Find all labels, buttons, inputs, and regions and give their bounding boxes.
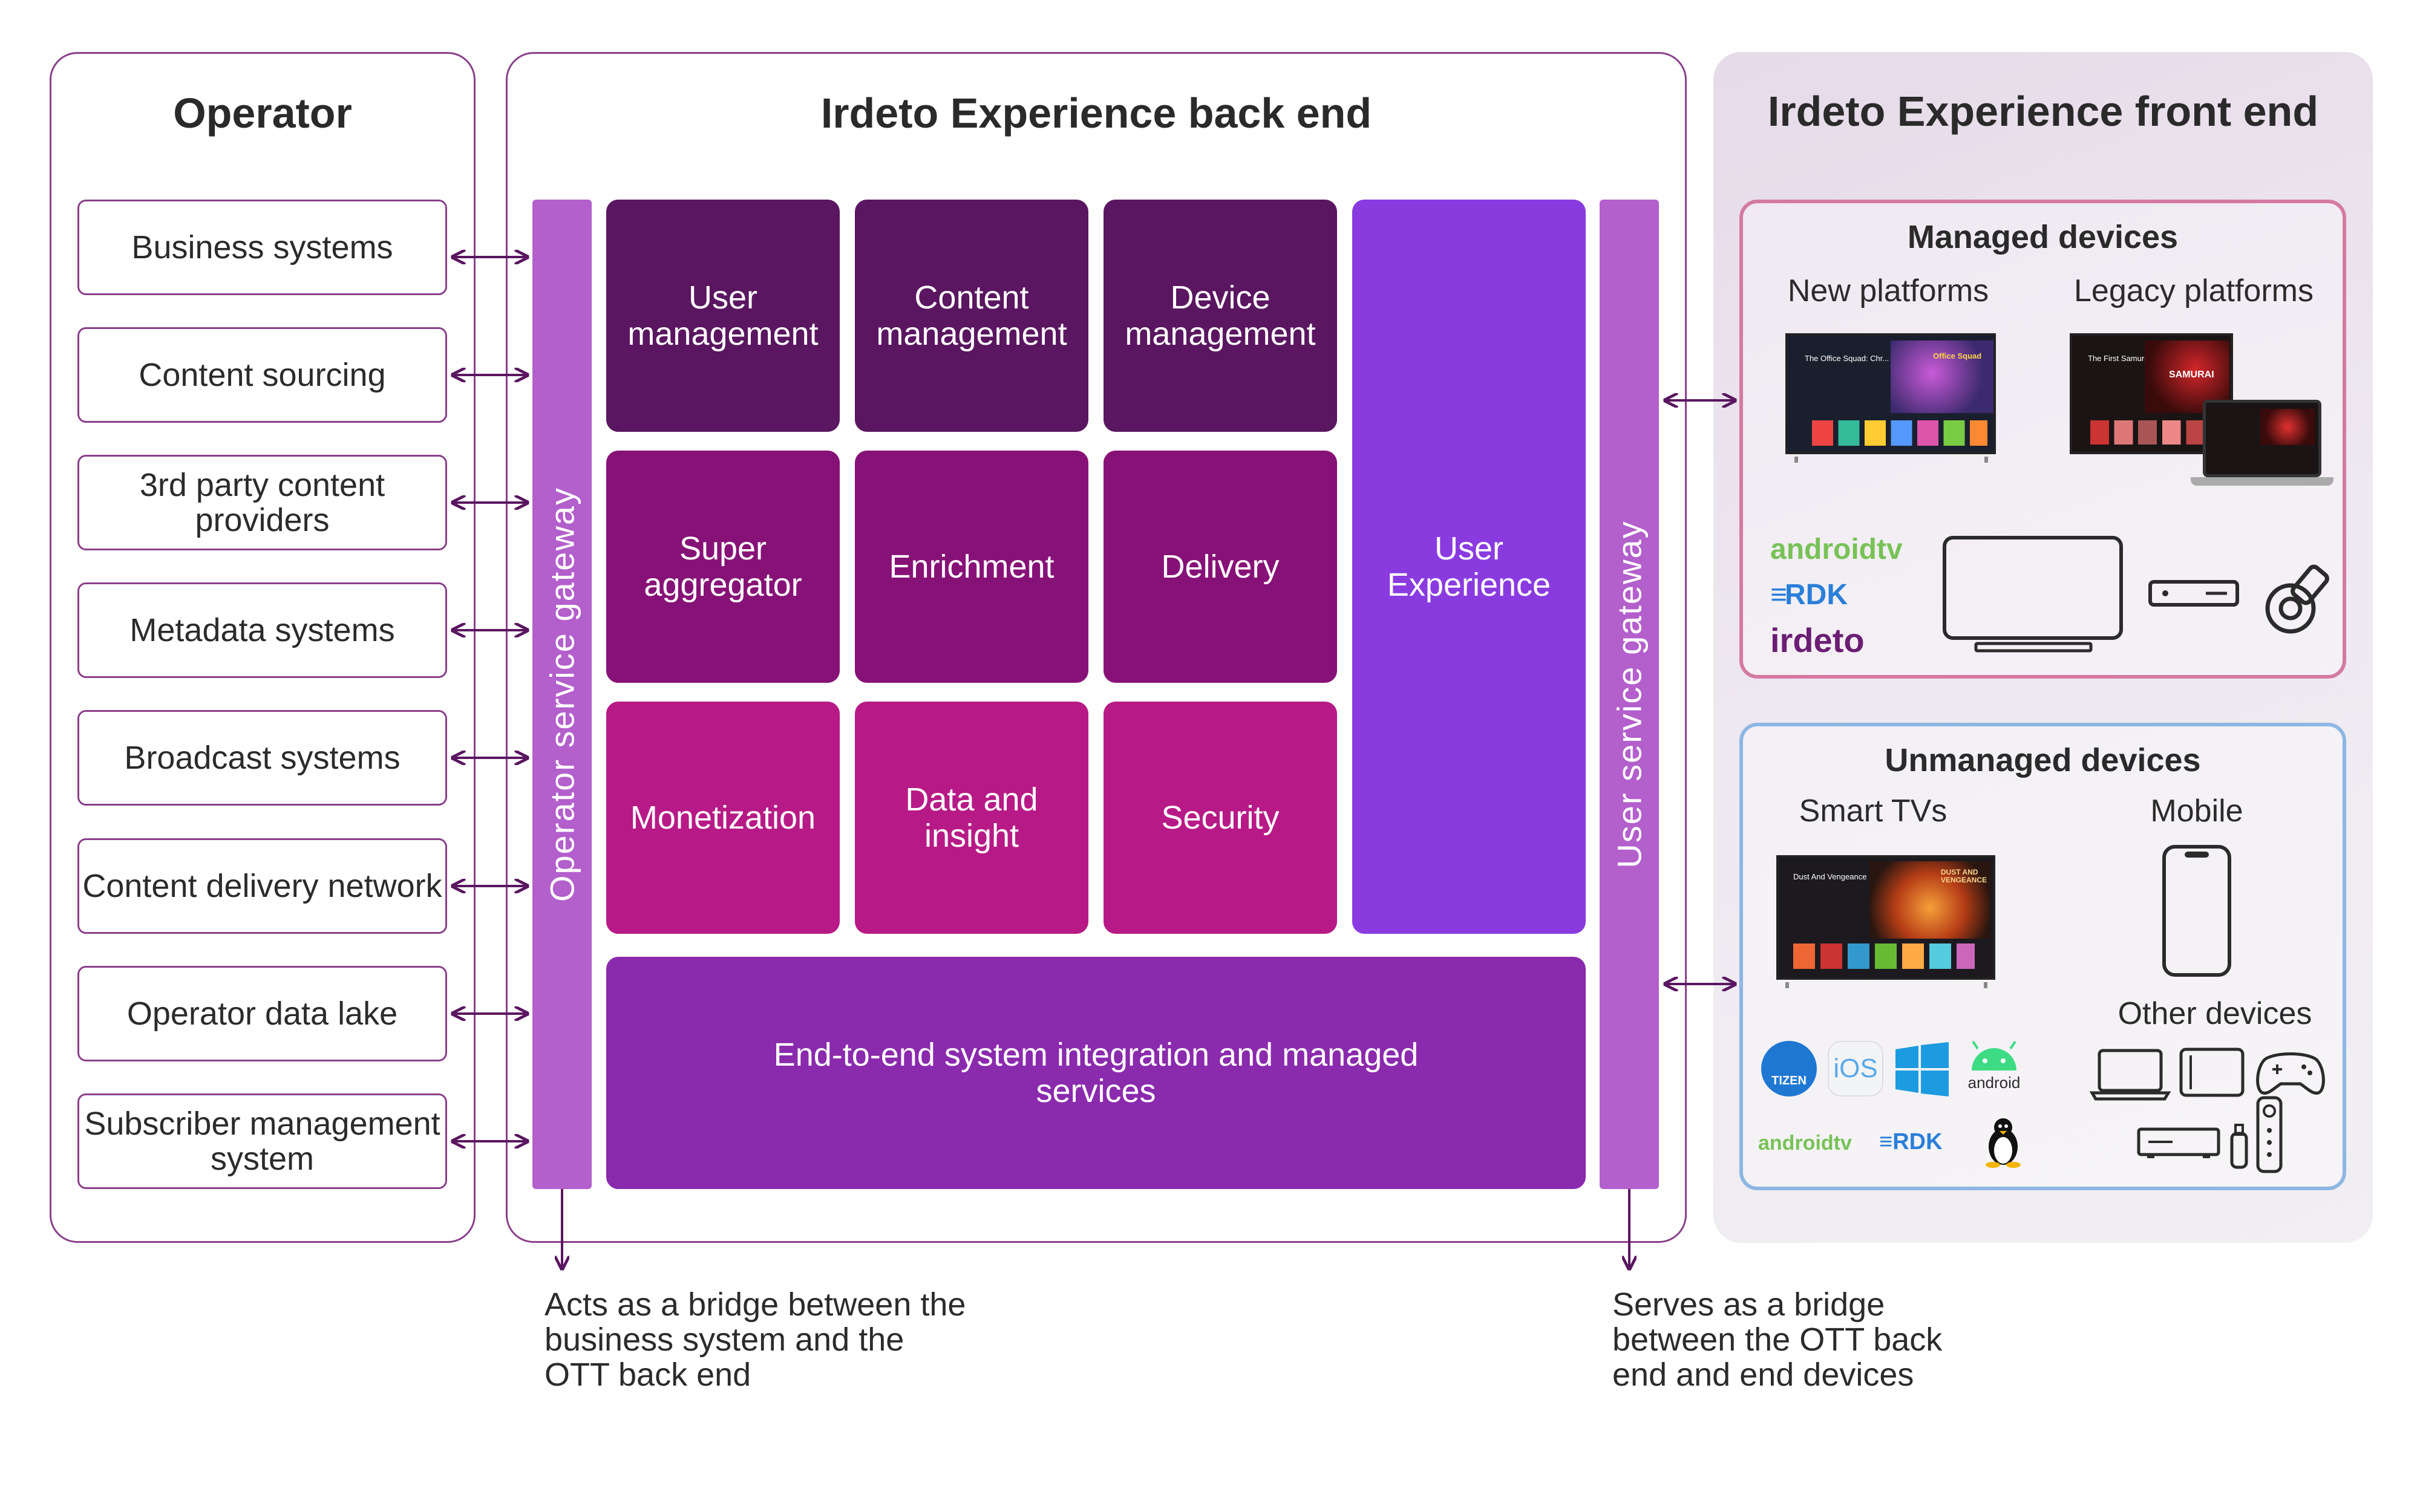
tizen-logo: TIZEN xyxy=(1761,1041,1817,1097)
module-enrichment: Enrichment xyxy=(855,451,1088,683)
module-super-aggregator: Super aggregator xyxy=(606,451,840,683)
module-device-management: Device management xyxy=(1104,200,1337,432)
legacy-laptop xyxy=(2203,400,2321,477)
new-tv-poster xyxy=(1891,341,1993,413)
module-user-management: User management xyxy=(606,200,840,432)
new-tv-stand xyxy=(1794,457,1988,463)
operator-system-data-lake: Operator data lake xyxy=(77,966,447,1061)
streaming-stick-icon xyxy=(2230,1124,2248,1169)
new-tv-thumbnail-row xyxy=(1812,420,1987,446)
rdk-mark-icon: ≡ xyxy=(1770,579,1787,611)
smart-tv-screen-title: Dust And Vengeance xyxy=(1793,872,1867,881)
operator-system-metadata: Metadata systems xyxy=(77,582,447,678)
managed-devices-group: Managed devices New platforms Legacy pla… xyxy=(1739,200,2346,679)
backend-panel: Irdeto Experience back end xyxy=(506,52,1687,1243)
set-top-box-icon xyxy=(2148,580,2239,607)
legacy-platforms-label: Legacy platforms xyxy=(2074,273,2314,308)
module-security: Security xyxy=(1104,702,1337,934)
rdk-mark-small-icon: ≡ xyxy=(1879,1129,1893,1155)
legacy-laptop-base xyxy=(2191,477,2333,486)
smart-tv-poster-title: DUST AND VENGEANCE xyxy=(1941,868,1987,884)
cast-dongle-icon xyxy=(2265,564,2329,634)
new-platforms-label: New platforms xyxy=(1787,273,1989,308)
mobile-label: Mobile xyxy=(2150,793,2243,829)
media-box-icon xyxy=(2137,1127,2220,1158)
legacy-tv-poster-title: SAMURAI xyxy=(2169,370,2214,380)
operator-title: Operator xyxy=(173,90,352,137)
legacy-tv-thumbnail-row xyxy=(2090,420,2223,445)
module-monetization: Monetization xyxy=(606,702,840,934)
frontend-title: Irdeto Experience front end xyxy=(1767,88,2319,135)
module-content-management: Content management xyxy=(855,200,1088,432)
android-robot-icon xyxy=(1972,1040,2016,1070)
android-logo: android xyxy=(1958,1038,2030,1104)
ios-logo: iOS xyxy=(1828,1041,1883,1097)
operator-system-business: Business systems xyxy=(77,200,447,295)
module-delivery: Delivery xyxy=(1104,451,1337,683)
rdk-logo: ≡RDK xyxy=(1770,578,1848,611)
rdk-logo-small: ≡RDK xyxy=(1879,1129,1943,1155)
operator-service-gateway: Operator service gateway xyxy=(532,200,592,1189)
operator-gateway-note: Acts as a bridge between the business sy… xyxy=(544,1286,966,1393)
managed-devices-title: Managed devices xyxy=(1907,219,2179,255)
laptop-icon xyxy=(2089,1049,2171,1101)
tablet-icon xyxy=(2179,1048,2245,1097)
user-gateway-note: Serves as a bridge between the OTT back … xyxy=(1612,1286,1943,1393)
new-tv-poster-title: Office Squad xyxy=(1933,351,1982,360)
unmanaged-devices-group: Unmanaged devices Smart TVs Mobile Dust … xyxy=(1739,723,2346,1190)
smart-tv-stand xyxy=(1785,982,1987,988)
user-service-gateway: User service gateway xyxy=(1600,200,1659,1189)
module-user-experience: User Experience xyxy=(1352,200,1586,934)
androidtv-logo-small: androidtv xyxy=(1758,1132,1852,1155)
smart-tv-thumbnail-row xyxy=(1793,943,1975,969)
smart-tv-poster xyxy=(1869,861,1990,939)
rdk-logo-text: RDK xyxy=(1785,579,1848,611)
smart-tv: Dust And Vengeance DUST AND VENGEANCE xyxy=(1776,855,1995,980)
module-integration: End-to-end system integration and manage… xyxy=(606,957,1586,1189)
remote-control-icon xyxy=(2256,1096,2283,1173)
operator-system-third-party: 3rd party content providers xyxy=(77,455,447,550)
module-data-and-insight: Data and insight xyxy=(855,702,1088,934)
windows-logo-icon xyxy=(1895,1042,1949,1097)
game-controller-icon xyxy=(2256,1052,2325,1095)
operator-system-broadcast: Broadcast systems xyxy=(77,710,447,806)
frontend-panel: Irdeto Experience front end xyxy=(1713,52,2373,1243)
linux-tux-icon xyxy=(1986,1118,2021,1168)
rdk-logo-small-text: RDK xyxy=(1892,1129,1943,1155)
operator-system-cdn: Content delivery network xyxy=(77,838,447,934)
unmanaged-devices-title: Unmanaged devices xyxy=(1885,742,2201,778)
operator-panel: Operator xyxy=(50,52,476,1243)
operator-system-subscriber: Subscriber management system xyxy=(77,1093,447,1189)
tv-outline-icon xyxy=(1943,536,2123,653)
other-devices-label: Other devices xyxy=(2118,996,2312,1031)
tizen-logo-text: TIZEN xyxy=(1771,1074,1807,1087)
smart-tvs-label: Smart TVs xyxy=(1799,793,1947,829)
legacy-tv-screen-title: The First Samurai xyxy=(2088,354,2151,363)
new-tv-screen-title: The Office Squad: Chr... xyxy=(1805,354,1889,363)
androidtv-logo: androidtv xyxy=(1770,533,1903,565)
new-platforms-tv: The Office Squad: Chr... Office Squad xyxy=(1785,333,1996,454)
mobile-phone-icon xyxy=(2162,845,2231,977)
legacy-platforms-tv: The First Samurai SAMURAI xyxy=(2070,333,2233,454)
legacy-laptop-screen xyxy=(2260,409,2315,445)
backend-title: Irdeto Experience back end xyxy=(820,90,1372,137)
operator-system-content-sourcing: Content sourcing xyxy=(77,327,447,423)
irdeto-logo: irdeto xyxy=(1770,621,1865,659)
android-logo-text: android xyxy=(1967,1074,2021,1092)
